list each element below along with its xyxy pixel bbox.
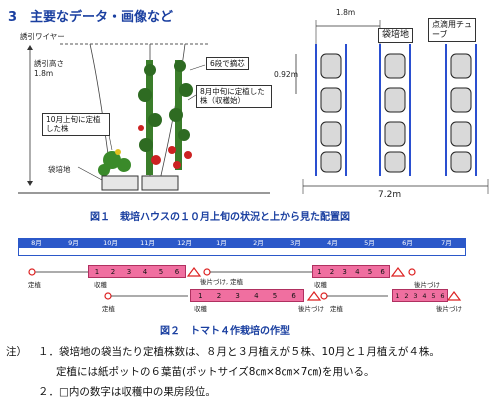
august-plant-label: 8月中旬に定植した株（収穫始） [196, 85, 272, 108]
month-3: 3月 [290, 239, 301, 247]
section-title: 3 主要なデータ・画像など [8, 10, 174, 25]
month-6: 6月 [402, 239, 413, 247]
month-7: 7月 [441, 239, 452, 247]
plan-depth-label: 0.92m [274, 70, 299, 79]
month-5: 5月 [364, 239, 375, 247]
month-header: 8月 9月 10月 11月 12月 1月 2月 3月 4月 5月 6月 7月 [18, 238, 466, 248]
tomato-plant-tall-2 [168, 60, 193, 170]
note-2: ２．□内の数字は収穫中の果房段位。 [38, 386, 216, 398]
month-11: 11月 [140, 239, 155, 247]
month-10: 10月 [103, 239, 118, 247]
month-8: 8月 [31, 239, 42, 247]
layout-plan [295, 20, 489, 194]
month-4: 4月 [327, 239, 338, 247]
note-1b: 定植には紙ポットの６葉苗(ポットサイズ8㎝×8㎝×7㎝)を用いる。 [56, 366, 375, 378]
notes-prefix: 注） [6, 346, 27, 358]
figure1-drawing [18, 43, 270, 194]
row2-end2-label: 後片づけ [436, 305, 462, 313]
plan-total-width-label: 7.2m [378, 190, 402, 200]
height-value: 1.8m [34, 69, 54, 78]
row1-end-label: 後片づけ, 定植 [200, 278, 244, 286]
october-plant-label: 10月上旬に定植した株 [42, 113, 110, 136]
row2-plant2-label: 定植 [330, 305, 343, 313]
wire-label: 誘引ワイヤー [20, 32, 65, 41]
row1-harvest-label: 収穫 [94, 281, 107, 289]
month-12: 12月 [177, 239, 192, 247]
month-1: 1月 [216, 239, 227, 247]
height-label: 誘引高さ [34, 59, 64, 68]
row1-end2-label: 後片づけ [414, 281, 440, 289]
row2-plant-label: 定植 [102, 305, 115, 313]
tomato-plant-tall-1 [138, 60, 162, 175]
note-1: １．袋培地の袋当たり定植株数は、８月と３月植えが５株、10月と１月植えが４株。 [38, 346, 440, 358]
pinch-label: 6段で摘芯 [206, 57, 249, 71]
plan-bag-label: 袋培地 [378, 28, 414, 44]
figure1-caption: 図１ 栽培ハウスの１０月上旬の状況と上から見た配置図 [90, 212, 350, 223]
month-2: 2月 [253, 239, 264, 247]
month-tick-row [18, 248, 466, 256]
plan-tube-label: 点滴用チューブ [428, 18, 476, 42]
row1-harvest2-label: 収穫 [314, 281, 327, 289]
plan-width-label: 1.8m [336, 8, 356, 17]
bag-label: 袋培地 [48, 165, 71, 174]
tomato-plant-small [98, 149, 131, 176]
row1-plant-label: 定植 [28, 281, 41, 289]
crop-schedule [28, 267, 462, 301]
row2-harvest-label: 収穫 [194, 305, 207, 313]
figure2-caption: 図２ トマト４作栽培の作型 [160, 326, 290, 337]
row2-end-label: 後片づけ [298, 305, 324, 313]
month-9: 9月 [68, 239, 79, 247]
